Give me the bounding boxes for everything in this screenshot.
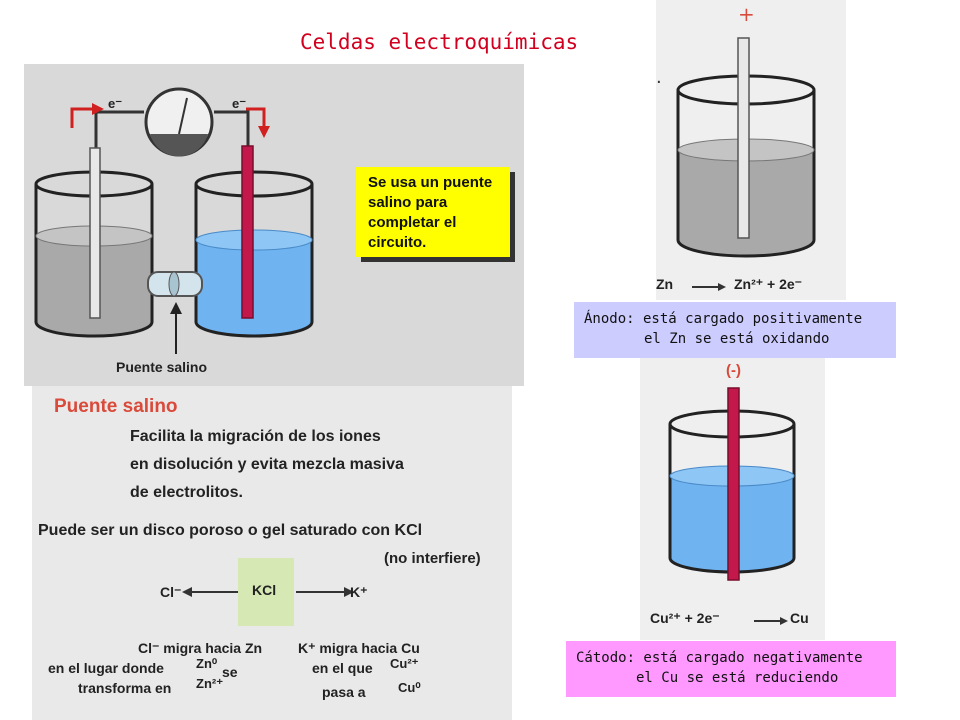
zinc-electrode — [737, 37, 750, 239]
chloride-ion-label: Cl⁻ — [160, 584, 182, 600]
potassium-where: en el que — [312, 660, 373, 676]
info-line-1: Facilita la migración de los iones — [130, 428, 381, 445]
salt-bridge-heading: Puente salino — [54, 396, 178, 417]
anode-note-line1: Ánodo: está cargado positivamente — [584, 311, 863, 327]
zinc-beaker — [34, 147, 154, 338]
anode-sign: + — [738, 2, 755, 26]
dot-mark: · — [656, 72, 662, 93]
chloride-where: en el lugar donde — [48, 660, 164, 676]
cathode-beaker-diagram — [668, 387, 796, 581]
cathode-note-line2: el Cu se está reduciendo — [636, 670, 839, 686]
salt-bridge-icon — [147, 271, 203, 297]
anode-panel: + · Zn Zn²⁺ + 2e⁻ — [656, 0, 846, 300]
reaction-arrow-icon — [692, 283, 726, 291]
galvanic-cell-diagram: e⁻ e⁻ Puente salino — [34, 87, 314, 375]
potassium-pasa: pasa a — [322, 684, 366, 700]
chloride-transform: transforma en — [78, 680, 172, 696]
cathode-panel: (-) Cu²⁺ + 2e⁻ Cu — [640, 358, 825, 640]
zinc-electrode — [89, 147, 101, 319]
se-label: se — [222, 664, 238, 680]
voltmeter-icon — [144, 87, 214, 157]
right-arrow-icon — [296, 587, 354, 597]
cathode-reaction-right: Cu — [790, 610, 809, 626]
electron-arrow-right — [246, 107, 266, 126]
electron-label-left: e⁻ — [108, 96, 122, 111]
salt-bridge-panel: Puente salino Facilita la migración de l… — [32, 386, 512, 720]
cathode-note-line1: Cátodo: está cargado negativamente — [576, 650, 863, 666]
anode-note: Ánodo: está cargado positivamente el Zn … — [574, 302, 896, 358]
anode-note-line2: el Zn se está oxidando — [644, 331, 830, 347]
potassium-ion-label: K⁺ — [350, 584, 368, 600]
potassium-migrates: K⁺ migra hacia Cu — [298, 640, 420, 656]
anode-reaction-left: Zn — [656, 276, 674, 292]
zn0-label: Zn⁰ — [196, 656, 218, 671]
reaction-arrow-icon — [754, 617, 788, 625]
copper-electrode — [727, 387, 740, 581]
cu2-label: Cu²⁺ — [390, 656, 419, 671]
cathode-reaction-left: Cu²⁺ + 2e⁻ — [650, 610, 720, 626]
info-line-5: (no interfiere) — [384, 550, 481, 567]
anode-beaker-diagram — [676, 37, 816, 258]
callout-text: Se usa un puente salino para completar e… — [368, 174, 493, 251]
info-line-2: en disolución y evita mezcla masiva — [130, 456, 404, 473]
cathode-note: Cátodo: está cargado negativamente el Cu… — [566, 641, 896, 697]
info-line-4: Puede ser un disco poroso o gel saturado… — [38, 522, 423, 539]
salt-bridge-label: Puente salino — [116, 359, 207, 375]
cu0-label: Cu⁰ — [398, 680, 421, 695]
chloride-migrates: Cl⁻ migra hacia Zn — [138, 640, 263, 656]
page-title: Celdas electroquímicas — [300, 30, 579, 54]
salt-bridge-callout: Se usa un puente salino para completar e… — [356, 167, 510, 257]
copper-beaker — [194, 145, 314, 338]
kcl-label: KCl — [252, 582, 277, 598]
cathode-sign: (-) — [726, 362, 741, 379]
zn2-label: Zn²⁺ — [196, 676, 224, 691]
electron-arrow-left — [70, 107, 92, 128]
info-line-3: de electrolitos. — [130, 484, 243, 501]
left-arrow-icon — [182, 587, 240, 597]
copper-electrode — [241, 145, 254, 319]
kcl-box: KCl — [238, 558, 294, 626]
electron-label-right: e⁻ — [232, 96, 246, 111]
anode-reaction-right: Zn²⁺ + 2e⁻ — [734, 276, 803, 292]
